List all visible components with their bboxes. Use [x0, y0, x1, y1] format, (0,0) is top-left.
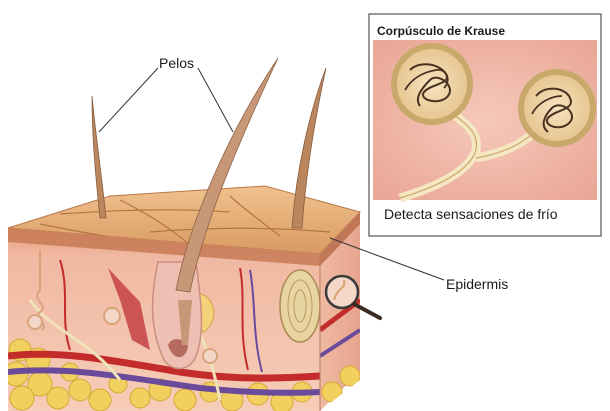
hair-label: Pelos — [159, 55, 194, 71]
hair-left — [92, 96, 106, 218]
krause-bulb-left — [394, 46, 470, 122]
pelos-leader-left — [99, 68, 158, 132]
krause-inset — [369, 14, 601, 236]
skin-block — [4, 58, 380, 411]
inset-title: Corpúsculo de Krause — [377, 24, 505, 38]
pelos-leader-right — [198, 68, 233, 132]
inset-caption: Detecta sensaciones de frío — [384, 206, 558, 222]
epidermis-label: Epidermis — [446, 276, 508, 292]
pacinian-corpuscle — [280, 270, 320, 342]
krause-bulb-right — [521, 72, 593, 144]
